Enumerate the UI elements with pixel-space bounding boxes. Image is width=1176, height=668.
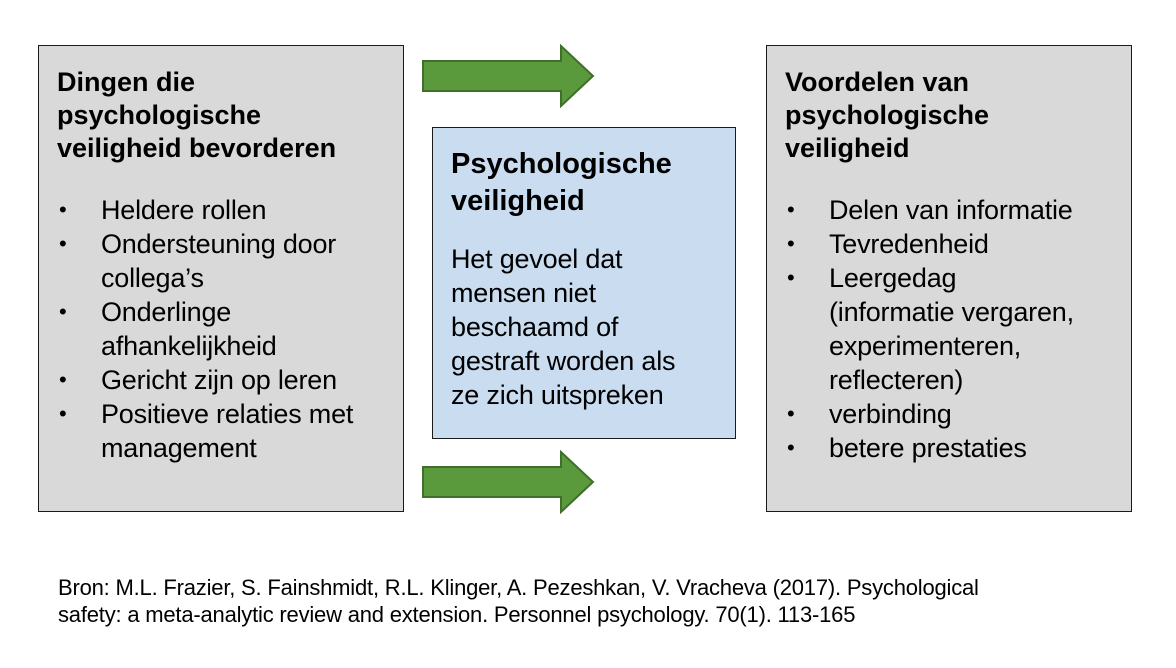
- bullet-icon: •: [59, 197, 67, 222]
- list-item-text: verbinding: [829, 399, 952, 429]
- bullet-icon: •: [787, 265, 795, 290]
- list-item: • Positieve relaties met management: [57, 397, 403, 465]
- antecedents-list: • Heldere rollen • Ondersteuning door coll…: [57, 193, 403, 465]
- list-item: • Delen van informatie: [785, 193, 1131, 227]
- source-citation: Bron: M.L. Frazier, S. Fainshmidt, R.L. …: [58, 575, 979, 627]
- list-item: • Tevredenheid: [785, 227, 1131, 261]
- bullet-icon: •: [787, 231, 795, 256]
- benefits-title: Voordelen van psychologische veiligheid: [785, 67, 990, 163]
- core-concept-box: Psychologische veiligheid Het gevoel dat…: [432, 127, 736, 439]
- bullet-icon: •: [59, 367, 67, 392]
- list-item-text: Heldere rollen: [101, 195, 267, 225]
- list-item: • betere prestaties: [785, 431, 1131, 465]
- list-item-text: betere prestaties: [829, 433, 1027, 463]
- bullet-icon: •: [59, 299, 67, 324]
- core-concept-definition: Het gevoel dat mensen niet beschaamd of …: [451, 244, 676, 410]
- list-item: • Heldere rollen: [57, 193, 403, 227]
- list-item-text: Tevredenheid: [829, 229, 989, 259]
- antecedents-title: Dingen die psychologische veiligheid bev…: [57, 67, 337, 163]
- core-concept-title: Psychologische veiligheid: [451, 148, 672, 217]
- list-item-text: Leergedag (informatie vergaren, experime…: [829, 263, 1074, 395]
- list-item-text: Delen van informatie: [829, 195, 1073, 225]
- list-item-text: Positieve relaties met management: [101, 399, 354, 463]
- list-item: • Leergedag (informatie vergaren, experim…: [785, 261, 1131, 397]
- list-item-text: Onderlinge afhankelijkheid: [101, 297, 277, 361]
- bullet-icon: •: [787, 435, 795, 460]
- benefits-list: • Delen van informatie • Tevredenheid • Lee…: [785, 193, 1131, 465]
- list-item: • Ondersteuning door collega’s: [57, 227, 403, 295]
- arrow-right-icon: [422, 44, 595, 108]
- bullet-icon: •: [787, 197, 795, 222]
- bullet-icon: •: [59, 231, 67, 256]
- bullet-icon: •: [59, 401, 67, 426]
- list-item: • Onderlinge afhankelijkheid: [57, 295, 403, 363]
- arrow-right-icon: [422, 450, 595, 514]
- list-item-text: Ondersteuning door collega’s: [101, 229, 337, 293]
- list-item: • Gericht zijn op leren: [57, 363, 403, 397]
- bullet-icon: •: [787, 401, 795, 426]
- list-item-text: Gericht zijn op leren: [101, 365, 337, 395]
- list-item: • verbinding: [785, 397, 1131, 431]
- antecedents-box: Dingen die psychologische veiligheid bev…: [38, 45, 404, 512]
- benefits-box: Voordelen van psychologische veiligheid …: [766, 45, 1132, 512]
